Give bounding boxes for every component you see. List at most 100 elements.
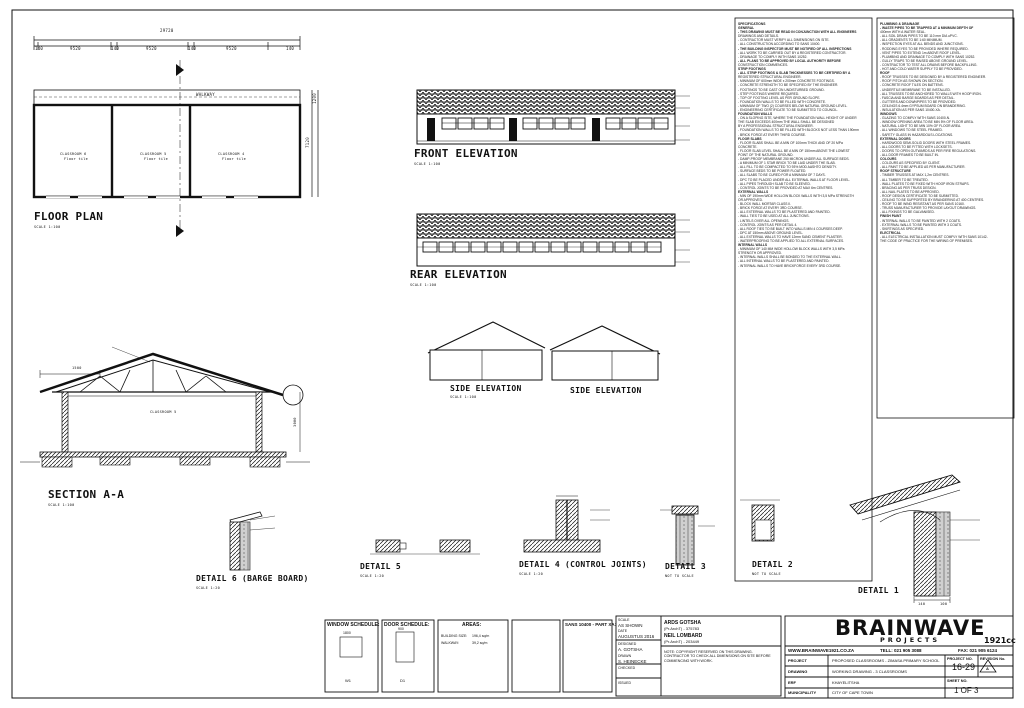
revision-label: REVISION No. <box>980 657 1006 661</box>
note-line: - CONTROL JOINTS TO BE PROVIDED AT MAX 6… <box>738 185 834 190</box>
note-line: OR APPROVED. <box>738 198 763 203</box>
erf-label: ERF <box>788 680 796 685</box>
room-floor: Floor tile <box>144 157 169 161</box>
note-line: - ROOF TRUSSES TO BE DESIGNED BY A REGIS… <box>880 75 987 80</box>
note-line: - SAFETY GLASS IN HAZARDOUS LOCATIONS. <box>880 132 954 137</box>
door-schedule-size: 900 <box>398 627 404 631</box>
website[interactable]: WWW.BRAINWAVE1921.CO.ZA <box>788 648 855 653</box>
note-line: - ALL WINDOWS TO BE STEEL FRAMED. <box>880 128 943 133</box>
note-line: - GLAZING TO COMPLY WITH SANS 10400-N. <box>880 116 951 121</box>
note-line: ELECTRICAL <box>880 230 901 235</box>
scale-value: AS SHOWN <box>618 623 643 628</box>
detail-5-scale: SCALE 1:20 <box>360 574 385 578</box>
floor-plan-dim: 140 <box>286 46 295 51</box>
note-line: EXTERNAL WALLS <box>738 189 769 194</box>
drawn-value: S. HEINECKE <box>618 659 647 664</box>
floor-plan-dim: 9520 <box>70 46 81 51</box>
detail-3 <box>660 505 715 566</box>
note-line: THE CODE OF PRACTICE FOR THE WIRING OF P… <box>880 238 973 243</box>
areas-row-value: 196,4 sq/m <box>472 634 490 638</box>
copyright-note: NOTE: COPYRIGHT RESERVED ON THIS DRAWING… <box>664 650 771 663</box>
checked-label: CHECKED <box>618 666 636 670</box>
note-line: - BRICK FORCE AT EVERY THIRD COURSE. <box>738 132 807 137</box>
note-line: - ALL TRUSSES TO BE ANCHORED TO WALLS WI… <box>880 91 982 96</box>
detail-2-title: DETAIL 2 <box>752 560 793 569</box>
areas-row-value: 39,2 sq/m <box>472 641 488 645</box>
note-line: WINDOWS <box>880 112 897 117</box>
note-line: - LINTELS OVER ALL OPENINGS. <box>738 218 790 223</box>
note-line: STRENGTH OR APPROVED. <box>738 251 782 256</box>
note-line: - ALL ROOF TIES TO BE BUILT INTO WALLS M… <box>738 226 843 231</box>
door-schedule-title: DOOR SCHEDULE: <box>384 622 430 628</box>
note-line: - HARDWOOD SEMI-SOLID DOORS WITH STEEL F… <box>880 140 972 145</box>
note-line: - MINIMUM OF 140 MM WIDE HOLLOW BLOCK WA… <box>738 247 845 252</box>
detail-3-scale: NOT TO SCALE <box>665 574 694 578</box>
floor-plan <box>32 36 319 237</box>
note-line: - WATERPROOFING TO BE APPLIED TO ALL EXT… <box>738 238 845 243</box>
note-line: FLOOR SLABS <box>738 136 762 141</box>
designer2-name: NEIL LOMBARD <box>664 633 703 639</box>
note-line: - VENT PIPES TO EXTEND 1m ABOVE ROOF LEV… <box>880 50 962 55</box>
brand-code: 1921cc <box>984 636 1016 645</box>
note-line: STRIP FOOTINGS <box>738 67 766 72</box>
floor-plan-title: FLOOR PLAN <box>34 210 104 223</box>
front-elevation-title: FRONT ELEVATION <box>414 147 518 160</box>
room-floor: Floor tile <box>64 157 89 161</box>
scale-label: SCALE <box>618 618 630 622</box>
note-line: - FLOOR SLAB LEVEL SHALL BE A MIN OF 150… <box>738 148 850 153</box>
note-line: EXTERNAL DOORS <box>880 136 911 141</box>
note-line: - ROOF DESIGN CERTIFICATE TO BE SUBMITTE… <box>880 193 959 198</box>
side-elevation-title: SIDE ELEVATION <box>570 386 642 395</box>
note-line: - WINDOW OPENING AREA TO BE MIN 5% OF FL… <box>880 120 974 125</box>
walkway-label: WALKWAY <box>196 92 215 97</box>
note-line: 400mm WITH A WATER SEAL. <box>880 30 926 35</box>
note-line: FOUNDATION WALLS <box>738 112 773 117</box>
areas-title: AREAS: <box>462 622 482 628</box>
detail-1-dim: 100 <box>940 602 948 606</box>
project-no-label: PROJECT NO. <box>947 657 973 661</box>
floor-plan-dim: 140 <box>35 46 44 51</box>
areas-row-label: BUILDING SIZE: <box>441 634 468 638</box>
note-line: - ALL EXTERNAL WALLS TO BE PLASTERED AND… <box>738 210 831 215</box>
rear-elevation-scale: SCALE 1:100 <box>410 283 437 287</box>
note-line: - ALL INTERNAL WALLS TO BE PLASTERED AND… <box>738 259 830 264</box>
designer2-reg: (Pr.ArchT) - 203449 <box>664 639 700 644</box>
note-line: - BLOCK WALL MORTAR CLASS II. <box>738 202 792 207</box>
note-line: - ALL FIXINGS TO BE GALVANISED. <box>880 210 935 215</box>
note-line: - DOORS TO OPEN OUTWARDS AS PER FIRE REG… <box>880 148 977 153</box>
note-line: - COLOURS AS SPECIFIED BY CLIENT. <box>880 161 941 166</box>
note-line: - TRUSS MANUFACTURER TO PROVIDE LAYOUT D… <box>880 206 977 211</box>
note-line: - ROOF PITCH AS SHOWN ON SECTION. <box>880 79 944 84</box>
revision-triangle-icon <box>979 659 997 673</box>
note-line: THE SLAB EXCEEDS 400mm THE WALL SHALL BE… <box>738 120 835 125</box>
brand-sub: PROJECTS <box>880 636 941 644</box>
note-line: - ALL FILL TO BE COMPACTED TO 93% MOD AA… <box>738 165 837 170</box>
note-line: CONCRETE. <box>738 144 758 149</box>
detail-3-title: DETAIL 3 <box>665 562 706 571</box>
note-line: - ALL WORK TO BE CARRIED OUT BY A REGIST… <box>738 50 847 55</box>
floor-plan-scale: SCALE 1:100 <box>34 225 61 229</box>
note-line: COLOURS <box>880 157 897 162</box>
detail-2 <box>740 499 780 542</box>
note-line: - CEILING TO BE SUPPORTED BY BRANDERING … <box>880 198 985 203</box>
note-line: FINISH PAINT <box>880 214 902 219</box>
revision-value: A <box>986 666 989 671</box>
drawn-label: DRAWN <box>618 654 632 658</box>
drawing-value: WORKING DRAWING - 3 CLASSROOMS <box>832 669 907 674</box>
note-line: - EXTERNAL WALLS TO BE PAINTED WITH 3 CO… <box>880 222 962 227</box>
note-line: - A MINIMUM OF 1 STAR BRICK TO BE LAID U… <box>738 161 836 166</box>
floor-plan-dim: 140 <box>188 46 197 51</box>
detail-4-title: DETAIL 4 (CONTROL JOINTS) <box>519 560 647 569</box>
areas-row-label: WALKWAY: <box>441 641 460 645</box>
phone: TELL: 021 905 3088 <box>880 648 922 653</box>
note-line: - ALL STRIP FOOTINGS & SLAB THICKNESSES … <box>738 71 851 76</box>
note-line: DRAWINGS AND DETAILS. <box>738 34 780 39</box>
note-line: - ALL ELECTRICAL INSTALLATION MUST COMPL… <box>880 234 988 239</box>
note-line: - ALL NAIL PLATES TO BE APPROVED. <box>880 189 940 194</box>
note-line: ROOF STRUCTURE <box>880 169 911 174</box>
room-floor: Floor tile <box>222 157 247 161</box>
note-line: - INTERNAL WALLS TO HAVE BRICKFORCE EVER… <box>738 263 842 268</box>
note-line: - CONCRETE STRENGTH TO BE SPECIFIED BY T… <box>738 83 839 88</box>
designer1-name: ARDS GOTSHA <box>664 620 701 626</box>
